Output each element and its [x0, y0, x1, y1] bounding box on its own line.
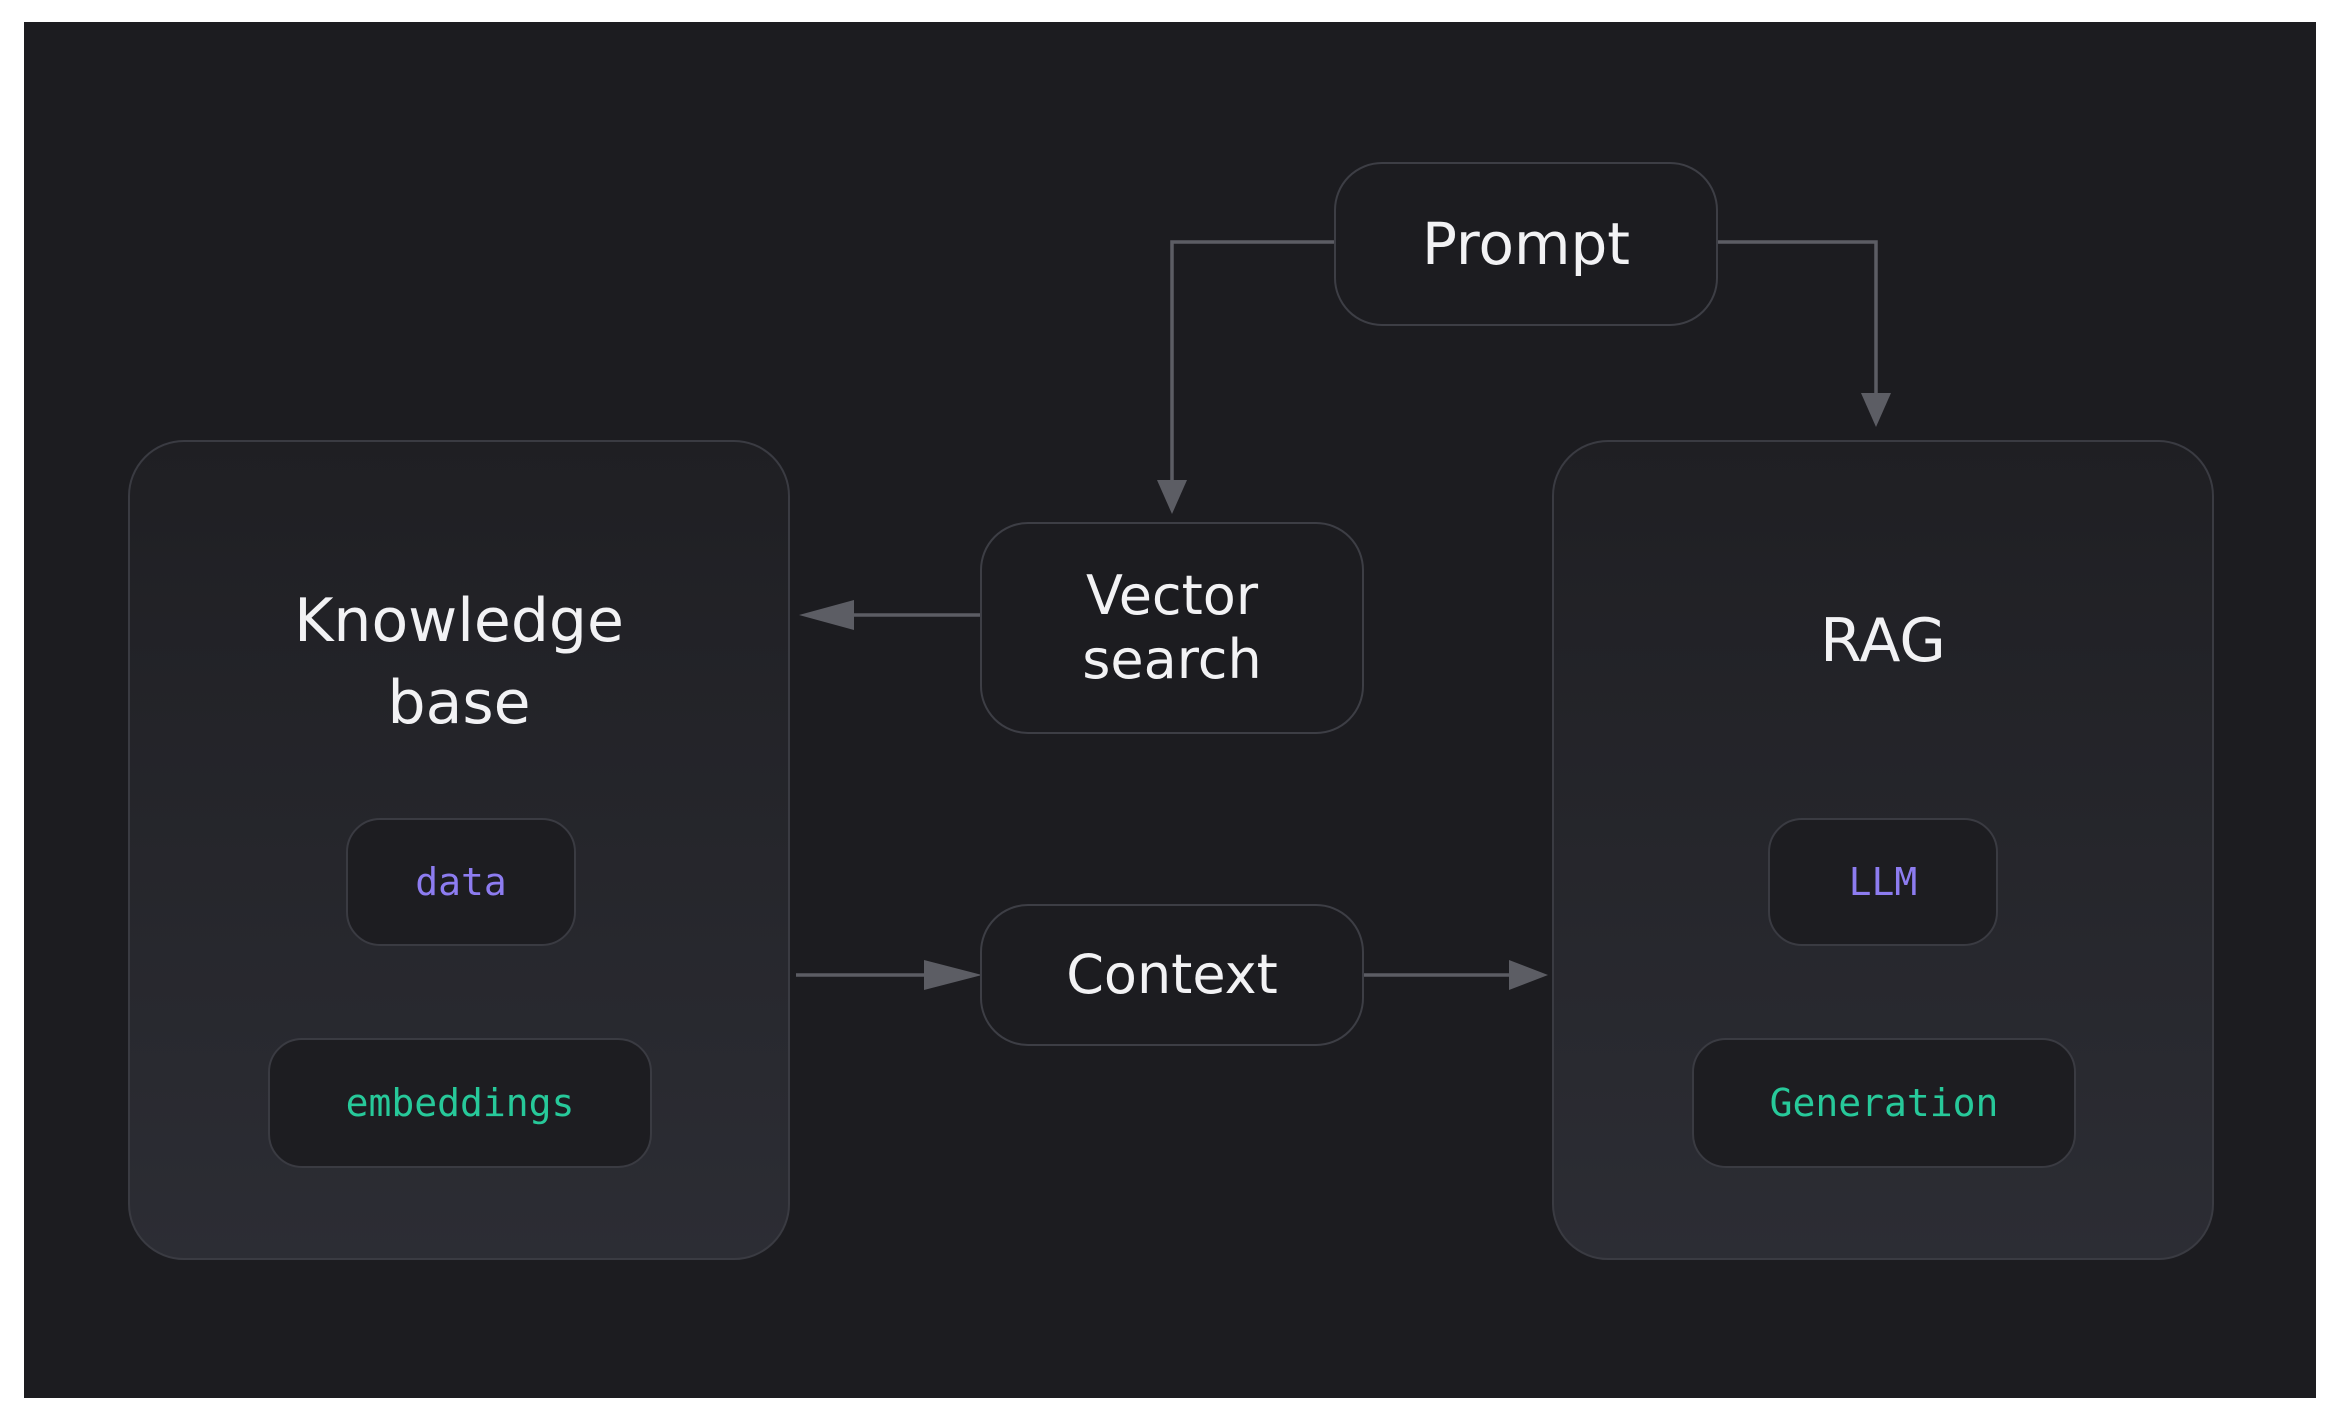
generation-chip: Generation — [1692, 1038, 2076, 1168]
edge-prompt-to-vector-search — [1170, 240, 1334, 509]
arrowhead-context — [924, 960, 982, 990]
diagram-canvas: Knowledge base data embeddings RAG LLM G… — [24, 22, 2316, 1398]
arrowhead-rag — [1861, 393, 1891, 427]
data-chip: data — [346, 818, 576, 946]
rag-title: RAG — [1820, 606, 1946, 676]
knowledge-base-title: Knowledge base — [294, 586, 624, 738]
llm-chip: LLM — [1768, 818, 1998, 946]
arrowhead-vector-search — [1157, 480, 1187, 514]
edge-prompt-to-rag — [1706, 240, 1878, 422]
arrowhead-knowledge-base — [799, 600, 854, 630]
arrowhead-rag-context — [1509, 960, 1548, 990]
embeddings-chip: embeddings — [268, 1038, 652, 1168]
rag-panel: RAG LLM Generation — [1552, 440, 2214, 1260]
context-node: Context — [980, 904, 1364, 1046]
vector-search-node: Vector search — [980, 522, 1364, 734]
knowledge-base-panel: Knowledge base data embeddings — [128, 440, 790, 1260]
prompt-node: Prompt — [1334, 162, 1718, 326]
